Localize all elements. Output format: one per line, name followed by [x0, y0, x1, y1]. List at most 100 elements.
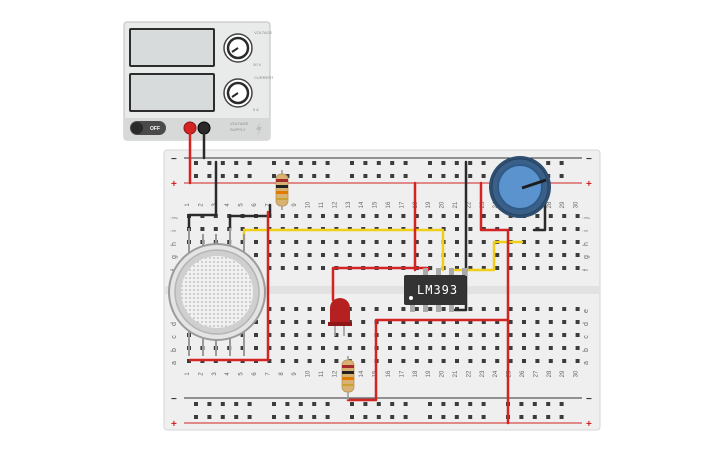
hole-h17[interactable]	[401, 240, 406, 244]
hole-c7[interactable]	[267, 333, 272, 337]
hole-e28[interactable]	[548, 307, 553, 311]
rail-hole[interactable]	[312, 174, 317, 178]
rail-hole[interactable]	[519, 402, 524, 406]
hole-e26[interactable]	[522, 307, 526, 311]
breadboard[interactable]: − + − + − + − + 112233445566778899101011…	[163, 149, 601, 431]
hole-b8[interactable]	[280, 346, 285, 350]
hole-b16[interactable]	[388, 346, 392, 350]
hole-c9[interactable]	[294, 333, 299, 337]
hole-h28[interactable]	[548, 240, 553, 244]
hole-i5[interactable]	[240, 227, 245, 231]
rail-hole[interactable]	[403, 415, 408, 419]
hole-a16[interactable]	[388, 359, 392, 363]
hole-g24[interactable]	[495, 253, 500, 257]
rail-hole[interactable]	[403, 174, 408, 178]
rail-hole[interactable]	[441, 161, 446, 165]
hole-g21[interactable]	[455, 253, 459, 257]
hole-g28[interactable]	[548, 253, 553, 257]
rail-hole[interactable]	[207, 161, 212, 165]
hole-h6[interactable]	[254, 240, 258, 244]
hole-d10[interactable]	[307, 320, 312, 324]
resistor-top[interactable]	[275, 170, 289, 210]
hole-i22[interactable]	[468, 227, 473, 231]
hole-e14[interactable]	[361, 307, 366, 311]
rail-hole[interactable]	[532, 402, 537, 406]
hole-c22[interactable]	[468, 333, 473, 337]
hole-j28[interactable]	[548, 214, 553, 218]
rail-hole[interactable]	[468, 161, 473, 165]
hole-j18[interactable]	[414, 214, 419, 218]
hole-a22[interactable]	[468, 359, 473, 363]
hole-f29[interactable]	[562, 266, 567, 270]
hole-j29[interactable]	[562, 214, 567, 218]
power-switch[interactable]: OFF	[130, 121, 166, 135]
rail-hole[interactable]	[532, 415, 537, 419]
hole-b22[interactable]	[468, 346, 473, 350]
hole-j17[interactable]	[401, 214, 406, 218]
hole-b13[interactable]	[347, 346, 352, 350]
hole-j27[interactable]	[535, 214, 540, 218]
hole-e27[interactable]	[535, 307, 540, 311]
rail-hole[interactable]	[312, 415, 317, 419]
hole-j11[interactable]	[321, 214, 325, 218]
hole-c29[interactable]	[562, 333, 567, 337]
rail-hole[interactable]	[546, 161, 551, 165]
hole-c26[interactable]	[522, 333, 526, 337]
rail-hole[interactable]	[272, 174, 276, 178]
hole-b23[interactable]	[481, 346, 486, 350]
rail-hole[interactable]	[312, 161, 317, 165]
power-supply[interactable]: VOLTAGE 30 V CURRENT 5 A OFF VOLTAGE SUP…	[123, 21, 274, 141]
hole-a28[interactable]	[548, 359, 553, 363]
hole-e19[interactable]	[428, 307, 433, 311]
rail-hole[interactable]	[428, 161, 432, 165]
hole-g7[interactable]	[267, 253, 272, 257]
hole-c28[interactable]	[548, 333, 553, 337]
hole-c16[interactable]	[388, 333, 392, 337]
hole-d18[interactable]	[414, 320, 419, 324]
rail-hole[interactable]	[194, 415, 198, 419]
hole-h10[interactable]	[307, 240, 312, 244]
rail-hole[interactable]	[441, 402, 446, 406]
hole-a14[interactable]	[361, 359, 366, 363]
hole-c5[interactable]	[240, 333, 245, 337]
hole-f8[interactable]	[280, 266, 285, 270]
hole-h5[interactable]	[240, 240, 245, 244]
hole-j24[interactable]	[495, 214, 500, 218]
hole-e9[interactable]	[294, 307, 299, 311]
rail-hole[interactable]	[272, 402, 276, 406]
hole-c13[interactable]	[347, 333, 352, 337]
hole-b21[interactable]	[455, 346, 459, 350]
rail-hole[interactable]	[363, 161, 368, 165]
rail-hole[interactable]	[285, 402, 290, 406]
hole-g11[interactable]	[321, 253, 325, 257]
hole-a12[interactable]	[334, 359, 339, 363]
hole-d11[interactable]	[321, 320, 325, 324]
hole-d8[interactable]	[280, 320, 285, 324]
voltage-knob[interactable]	[223, 33, 253, 63]
hole-h30[interactable]	[575, 240, 580, 244]
rail-hole[interactable]	[454, 161, 459, 165]
rail-hole[interactable]	[207, 174, 212, 178]
hole-a20[interactable]	[441, 359, 446, 363]
hole-a1[interactable]	[187, 359, 191, 363]
hole-g27[interactable]	[535, 253, 540, 257]
potentiometer[interactable]	[489, 156, 551, 218]
hole-f26[interactable]	[522, 266, 526, 270]
rail-hole[interactable]	[325, 174, 330, 178]
hole-g15[interactable]	[374, 253, 379, 257]
hole-h16[interactable]	[388, 240, 392, 244]
hole-e7[interactable]	[267, 307, 272, 311]
hole-c21[interactable]	[455, 333, 459, 337]
rail-hole[interactable]	[298, 415, 303, 419]
rail-hole[interactable]	[350, 402, 354, 406]
hole-j14[interactable]	[361, 214, 366, 218]
hole-h19[interactable]	[428, 240, 433, 244]
wires[interactable]	[187, 126, 547, 425]
rail-hole[interactable]	[325, 161, 330, 165]
rail-hole[interactable]	[272, 415, 276, 419]
hole-c23[interactable]	[481, 333, 486, 337]
rail-hole[interactable]	[454, 174, 459, 178]
hole-i25[interactable]	[508, 227, 513, 231]
hole-e24[interactable]	[495, 307, 500, 311]
hole-c17[interactable]	[401, 333, 406, 337]
